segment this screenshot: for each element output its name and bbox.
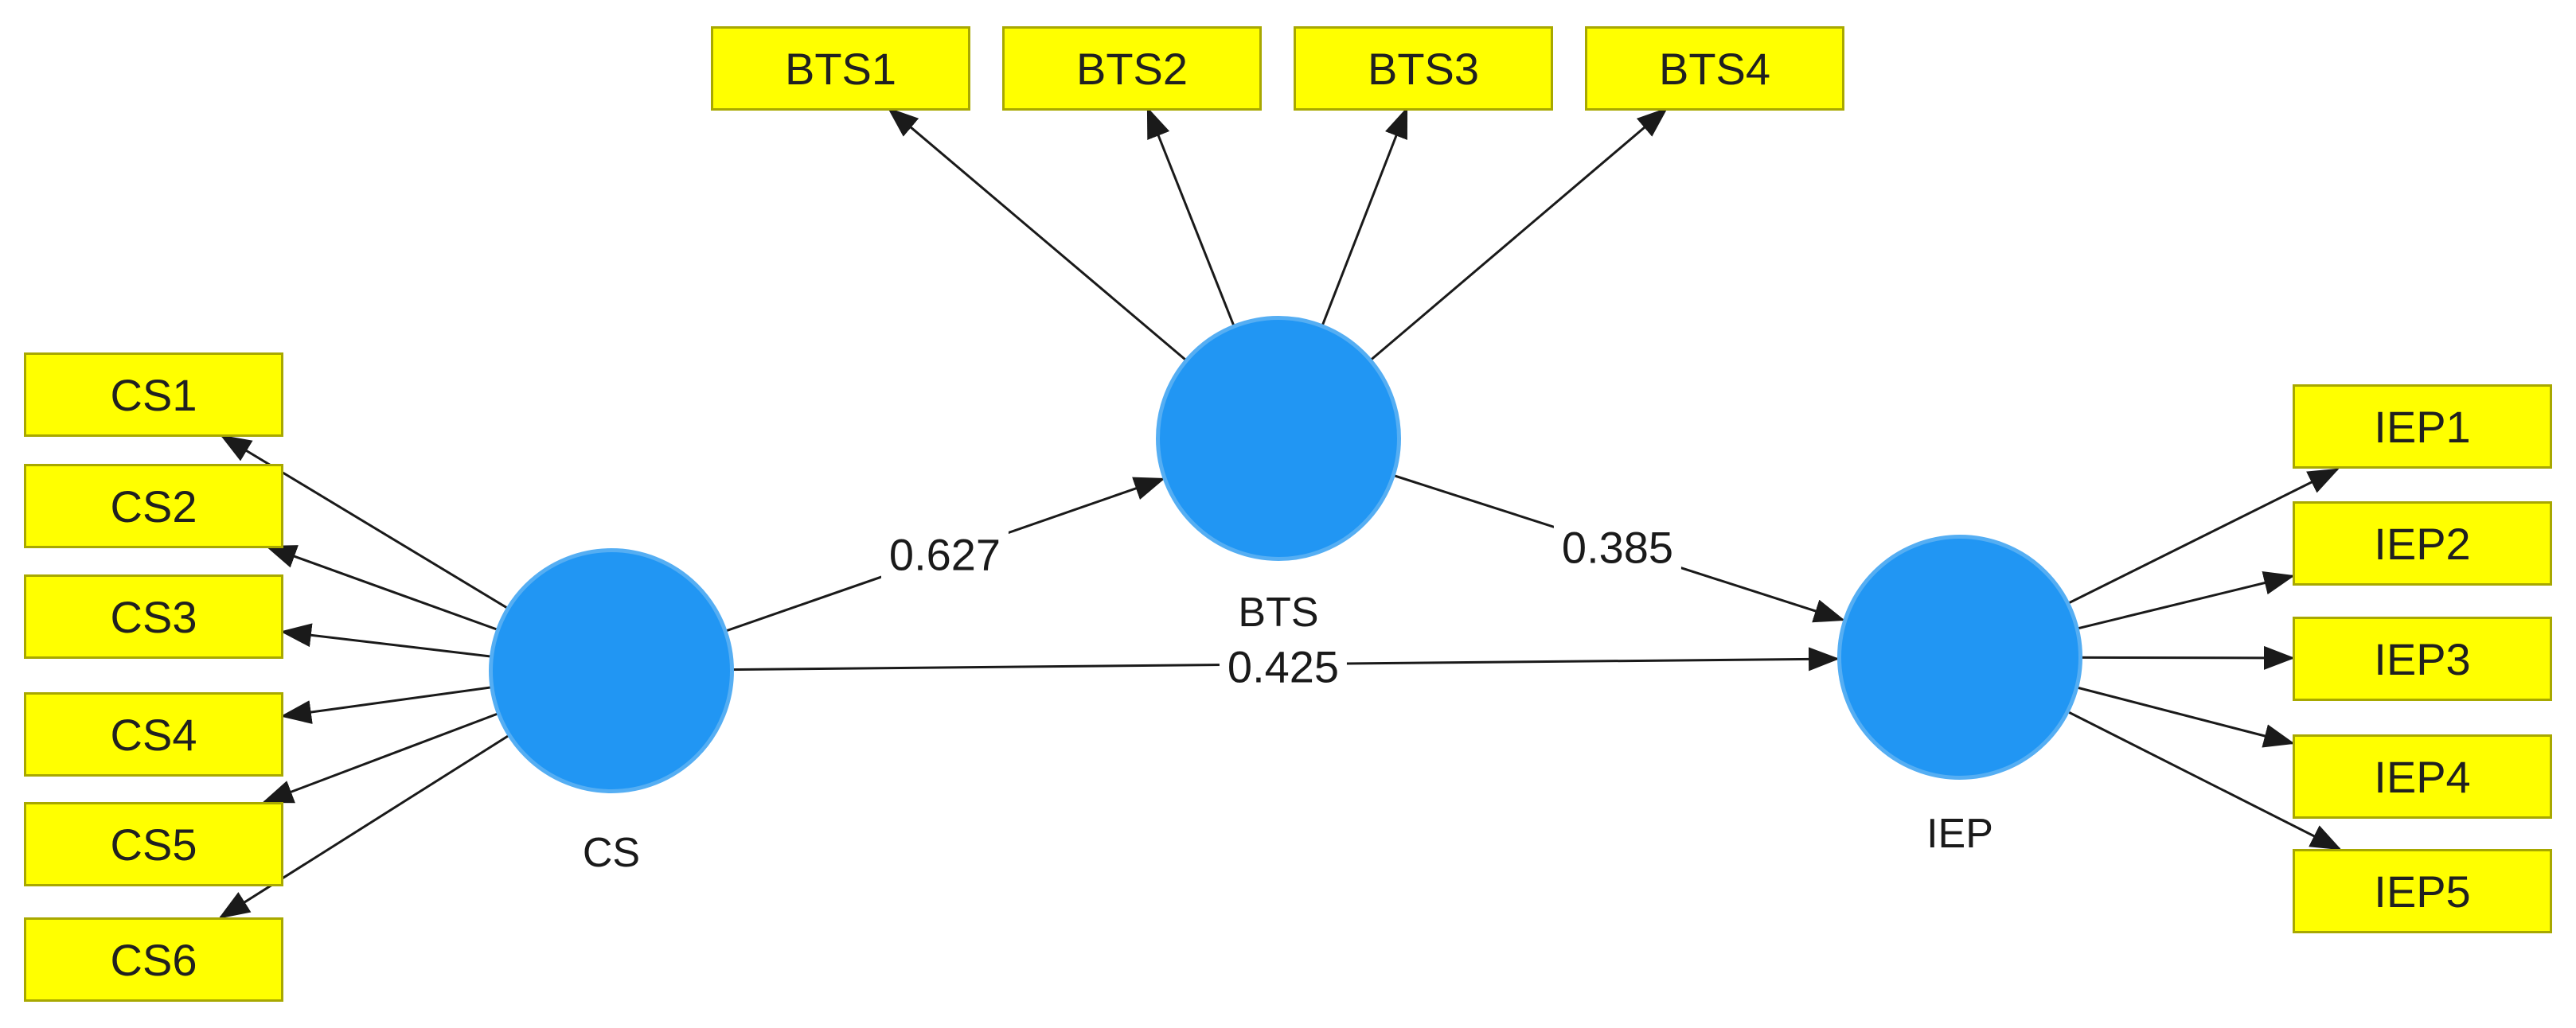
indicator-cs2[interactable]: CS2 bbox=[24, 464, 283, 548]
latent-bts-label: BTS bbox=[1238, 590, 1319, 636]
indicator-iep4[interactable]: IEP4 bbox=[2293, 734, 2552, 819]
indicator-iep1[interactable]: IEP1 bbox=[2293, 384, 2552, 469]
latent-cs-label: CS bbox=[582, 830, 641, 876]
indicator-cs3[interactable]: CS3 bbox=[24, 574, 283, 659]
coefficient-bts-iep[interactable]: 0.385 bbox=[1553, 520, 1682, 575]
latent-iep-label: IEP bbox=[1926, 811, 1993, 857]
coefficient-cs-bts[interactable]: 0.627 bbox=[880, 527, 1009, 582]
indicator-iep3[interactable]: IEP3 bbox=[2293, 617, 2552, 701]
indicator-iep2[interactable]: IEP2 bbox=[2293, 501, 2552, 586]
indicator-bts1[interactable]: BTS1 bbox=[711, 26, 970, 111]
coefficient-cs-iep[interactable]: 0.425 bbox=[1219, 639, 1348, 695]
indicator-cs6[interactable]: CS6 bbox=[24, 917, 283, 1002]
indicator-bts2[interactable]: BTS2 bbox=[1002, 26, 1262, 111]
latent-bts-circle[interactable] bbox=[1156, 316, 1401, 561]
indicator-iep5[interactable]: IEP5 bbox=[2293, 849, 2552, 933]
indicator-cs1[interactable]: CS1 bbox=[24, 352, 283, 437]
indicator-bts4[interactable]: BTS4 bbox=[1585, 26, 1844, 111]
latent-cs-circle[interactable] bbox=[489, 548, 734, 793]
indicator-cs5[interactable]: CS5 bbox=[24, 802, 283, 886]
indicator-cs4[interactable]: CS4 bbox=[24, 692, 283, 777]
latent-iep-circle[interactable] bbox=[1837, 535, 2082, 780]
indicator-bts3[interactable]: BTS3 bbox=[1294, 26, 1553, 111]
